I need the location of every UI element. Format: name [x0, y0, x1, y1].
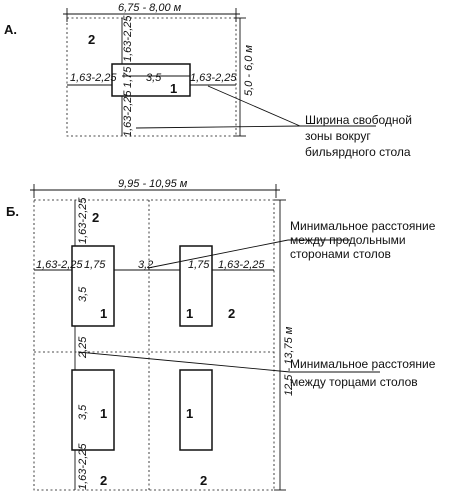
b-top-dim-text: 9,95 - 10,95 м — [118, 178, 188, 190]
b-outer-frame — [33, 199, 275, 491]
b-table-number-bottom-right: 1 — [186, 406, 193, 421]
b-zone-number-top: 2 — [92, 210, 99, 225]
a-note-line-3: бильярдного стола — [305, 145, 411, 159]
b-table-bottom-left — [71, 369, 115, 451]
b-table-bottom-right — [179, 369, 213, 451]
b-table-top-left — [71, 245, 115, 327]
b-table-top-right — [179, 245, 213, 327]
a-leader-2 — [135, 125, 301, 129]
a-table-number: 1 — [170, 81, 177, 96]
b-length-bottom-text: 3,5 — [77, 404, 89, 420]
a-zone-bottom-text: 1,63-2,25 — [122, 90, 134, 137]
a-note-line-1: Ширина свободной — [305, 113, 412, 127]
section-b-label: Б. — [6, 204, 19, 219]
b-width-left-text: 1,75 — [84, 259, 106, 271]
a-table-height-text: 1,75 — [122, 66, 134, 88]
b-zone-bottom-text: 1,63-2,25 — [77, 443, 89, 490]
a-zone-number: 2 — [88, 32, 95, 47]
b-table-number-top-left: 1 — [100, 306, 107, 321]
section-a-label: А. — [4, 22, 17, 37]
b-note1-line-3: сторонами столов — [290, 247, 391, 261]
a-note-line-2: зоны вокруг — [305, 129, 371, 143]
b-zone-left-text: 1,63-2,25 — [36, 259, 83, 271]
b-note2-line-2: между торцами столов — [290, 375, 418, 389]
a-billiard-table — [111, 63, 191, 97]
a-zone-right-text: 1,63-2,25 — [190, 72, 237, 84]
a-table-width-text: 3,5 — [146, 72, 162, 84]
a-right-dim-text: 5,0 - 6,0 м — [243, 45, 255, 96]
b-zone-number-bottom-left: 2 — [100, 473, 107, 488]
b-note2-line-1: Минимальное расстояние — [290, 357, 436, 371]
a-top-dim-text: 6,75 - 8,00 м — [118, 2, 182, 14]
b-between-sides-text: 3,2 — [138, 259, 153, 271]
b-zone-number-right: 2 — [228, 306, 235, 321]
b-right-dim-text: 12,5 - 13,75 м — [283, 326, 295, 396]
b-zone-number-bottom-right: 2 — [200, 473, 207, 488]
b-table-number-bottom-left: 1 — [100, 406, 107, 421]
a-outer-frame — [66, 17, 237, 137]
b-zone-right-text: 1,63-2,25 — [218, 259, 265, 271]
section-a: А. 6,75 - 8,00 м 5,0 - 6,0 м 2 1 1,63-2,… — [4, 2, 412, 159]
section-b: Б. 9,95 - 10,95 м 12,5 - 13,75 м 2 1 1 2… — [6, 178, 436, 491]
b-width-right-text: 1,75 — [188, 259, 210, 271]
b-length-top-text: 3,5 — [77, 286, 89, 302]
b-leader-2 — [77, 351, 291, 373]
b-zone-top-text: 1,63-2,25 — [77, 197, 89, 244]
b-table-number-top-right: 1 — [186, 306, 193, 321]
b-note1-line-1: Минимальное расстояние — [290, 219, 436, 233]
a-leader-1 — [207, 85, 301, 127]
b-leader-1 — [147, 239, 289, 269]
b-between-ends-text: 2,25 — [77, 336, 89, 359]
b-note1-line-2: между продольными — [290, 233, 406, 247]
a-zone-left-text: 1,63-2,25 — [70, 72, 117, 84]
a-zone-top-text: 1,63-2,25 — [122, 15, 134, 62]
